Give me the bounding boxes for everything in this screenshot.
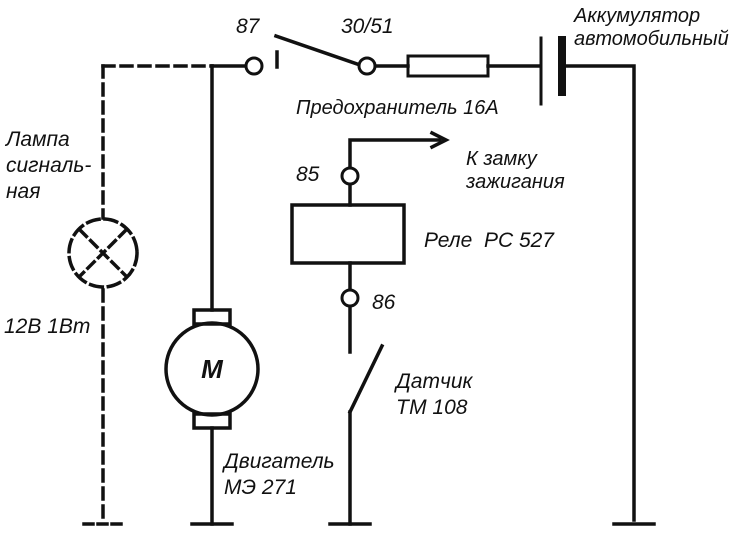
label-sensor-line2: ТМ 108 <box>396 396 468 419</box>
sensor-switch-blade <box>347 343 385 415</box>
motor-bottom-brush <box>192 412 232 430</box>
label-pin-30-51: 30/51 <box>341 15 394 38</box>
label-fuse: Предохранитель 16А <box>296 97 499 119</box>
relay-switch-blade <box>273 33 363 69</box>
motor-symbol-label: M <box>201 354 224 384</box>
signal-lamp-circle <box>67 217 139 289</box>
terminal-87 <box>244 56 264 76</box>
label-lamp-line3: ная <box>6 180 40 203</box>
label-ignition-line1: К замку <box>466 148 538 170</box>
label-relay: Реле РС 527 <box>424 229 555 252</box>
label-battery-line1: Аккумулятор <box>573 5 700 27</box>
fuse-body <box>406 54 490 78</box>
label-motor-line2: МЭ 271 <box>224 476 297 499</box>
wire-battery-ground <box>564 64 636 522</box>
label-lamp-rating: 12В 1Вт <box>4 315 90 338</box>
label-ignition-line2: зажигания <box>465 171 565 193</box>
terminal-85 <box>340 166 360 186</box>
label-pin-86: 86 <box>372 291 396 314</box>
label-pin-87: 87 <box>236 15 261 38</box>
relay-coil-box <box>290 203 406 265</box>
terminal-30-51 <box>357 56 377 76</box>
ignition-feed-wire <box>348 138 442 170</box>
label-lamp-line1: Лампа <box>4 128 70 151</box>
label-motor-line1: Двигатель <box>222 450 335 473</box>
motor-top-brush <box>192 308 232 326</box>
label-battery-line2: автомобильный <box>574 28 729 50</box>
label-lamp-line2: сигналь- <box>6 154 91 177</box>
signal-lamp-cross <box>77 227 129 279</box>
label-sensor-line1: Датчик <box>394 370 474 393</box>
ignition-arrow-head <box>429 130 450 150</box>
terminal-86 <box>340 288 360 308</box>
label-pin-85: 85 <box>296 163 320 186</box>
